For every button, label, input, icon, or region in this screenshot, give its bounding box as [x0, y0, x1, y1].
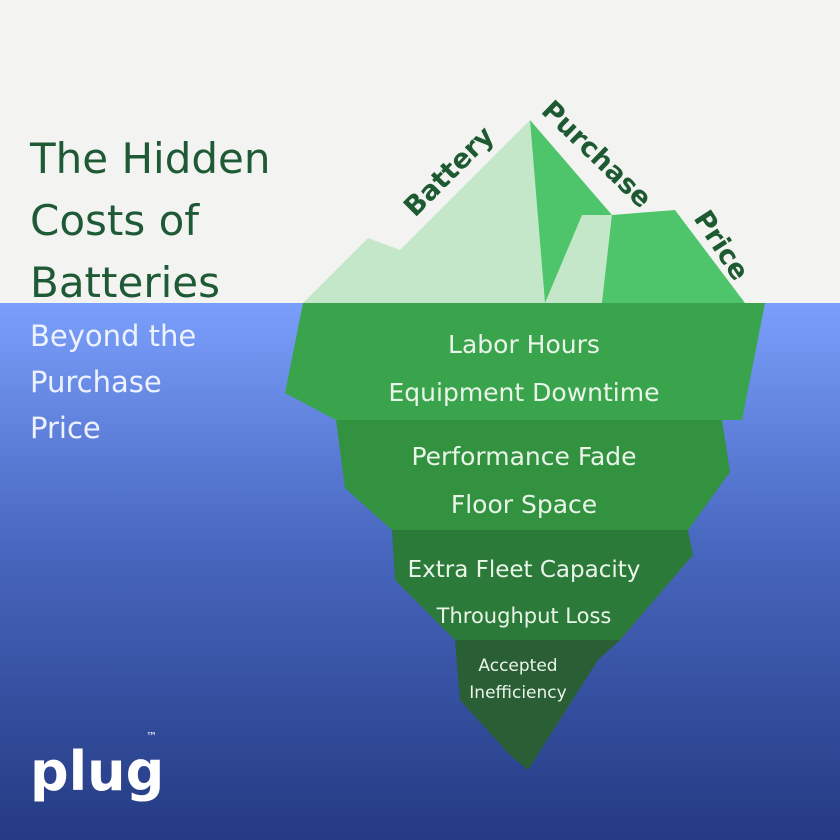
plug-logo-wordmark: plug — [30, 740, 164, 803]
tier-2-label-1: Performance Fade — [411, 442, 636, 471]
tier-1-label-2: Equipment Downtime — [389, 378, 660, 407]
tier-3-shape — [392, 530, 693, 640]
page-title: The Hidden Costs of Batteries — [30, 128, 271, 314]
tier-1-label-1: Labor Hours — [448, 330, 600, 359]
title-line-3: Batteries — [30, 258, 220, 307]
iceberg-tip-facet — [545, 215, 612, 303]
tier-3-label-2: Throughput Loss — [436, 604, 612, 628]
tier-1-shape — [285, 303, 765, 420]
plug-logo: plug ™ — [30, 730, 164, 803]
tier-2-label-2: Floor Space — [451, 490, 597, 519]
tier-2-shape — [336, 420, 730, 530]
tier-4-shape — [455, 640, 620, 770]
tier-3-label-1: Extra Fleet Capacity — [408, 557, 641, 583]
title-line-1: The Hidden — [30, 134, 271, 183]
iceberg-tip-right — [602, 210, 745, 303]
title-line-2: Costs of — [30, 196, 200, 245]
page-subtitle: Beyond the Purchase Price — [30, 313, 196, 451]
subtitle-line-2: Purchase — [30, 365, 162, 399]
iceberg-tip-left — [303, 120, 545, 303]
plug-logo-trademark: ™ — [146, 730, 157, 743]
subtitle-line-1: Beyond the — [30, 319, 197, 353]
tier-4-label-1: Accepted — [478, 656, 557, 676]
subtitle-line-3: Price — [30, 411, 101, 445]
tier-4-label-2: Inefficiency — [469, 683, 566, 703]
